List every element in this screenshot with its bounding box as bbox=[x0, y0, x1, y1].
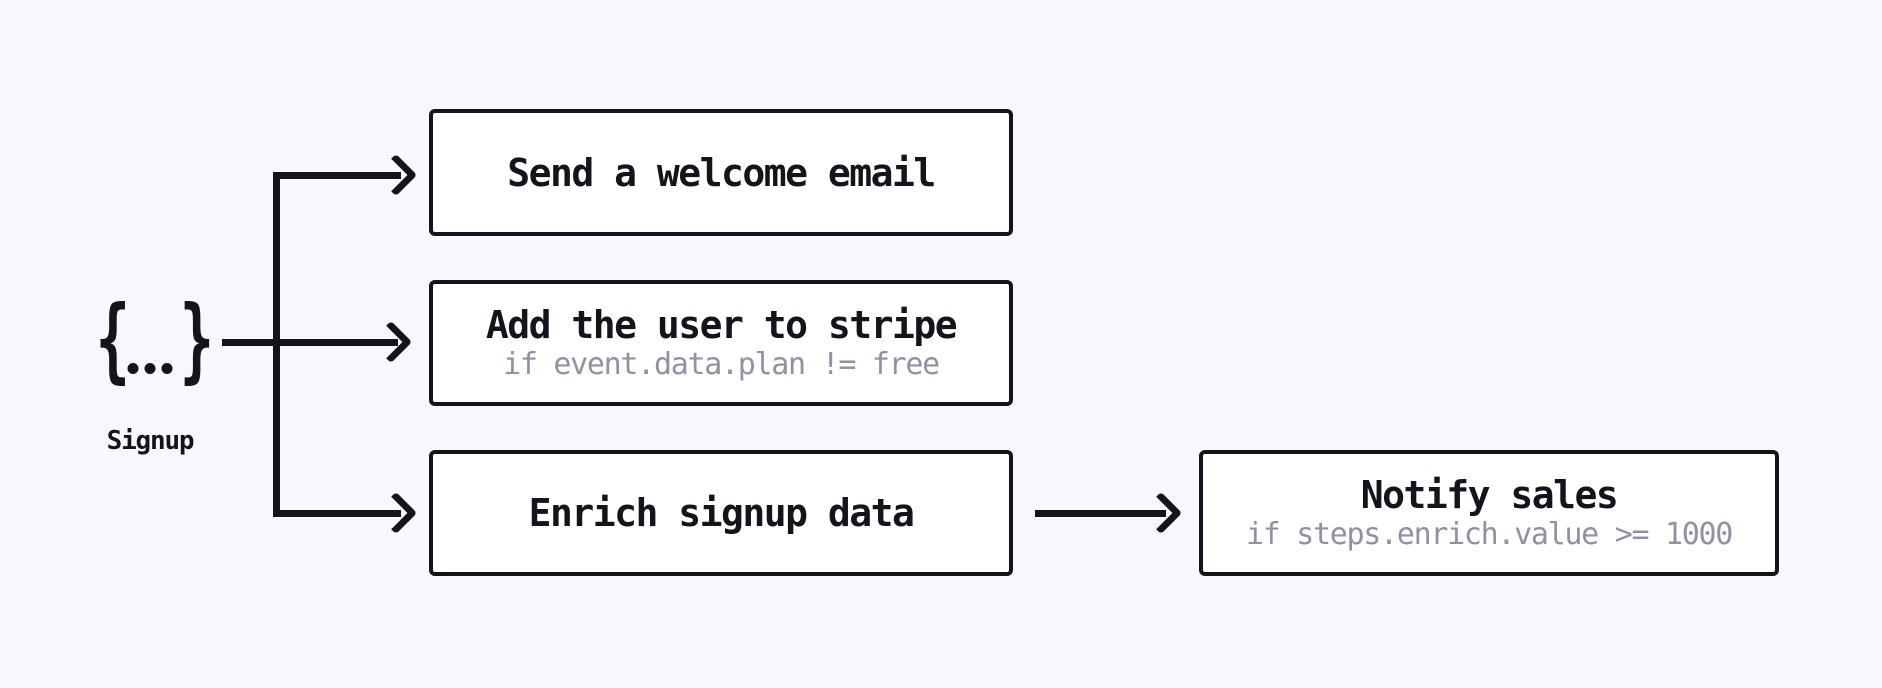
node-enrich-signup-data[interactable]: Enrich signup data bbox=[429, 450, 1013, 576]
node-notify-sales[interactable]: Notify sales if steps.enrich.value >= 10… bbox=[1199, 450, 1779, 576]
arrowhead-icon-top bbox=[374, 153, 418, 197]
json-event-icon[interactable]: { } bbox=[95, 286, 214, 393]
node-title: Notify sales bbox=[1360, 473, 1619, 517]
node-title: Enrich signup data bbox=[528, 491, 915, 535]
node-title: Add the user to stripe bbox=[485, 303, 958, 347]
open-brace-glyph: { bbox=[95, 286, 130, 393]
arrowhead-icon-notify bbox=[1139, 491, 1183, 535]
node-condition: if steps.enrich.value >= 1000 bbox=[1245, 517, 1733, 552]
arrowhead-icon-bottom bbox=[374, 491, 418, 535]
connector-bottom-line bbox=[273, 510, 401, 517]
connector-branch-vertical bbox=[273, 172, 280, 517]
node-send-welcome-email[interactable]: Send a welcome email bbox=[429, 109, 1013, 236]
node-condition: if event.data.plan != free bbox=[503, 347, 940, 382]
connector-enrich-to-notify-line bbox=[1035, 510, 1166, 517]
node-add-user-to-stripe[interactable]: Add the user to stripe if event.data.pla… bbox=[429, 280, 1013, 406]
ellipsis-dots-icon bbox=[127, 363, 173, 374]
connector-trigger-line bbox=[222, 339, 398, 346]
node-title: Send a welcome email bbox=[507, 150, 936, 195]
arrowhead-icon-middle bbox=[369, 320, 413, 364]
connector-top-line bbox=[273, 172, 401, 179]
close-brace-glyph: } bbox=[179, 286, 214, 393]
trigger-label: Signup bbox=[106, 426, 195, 456]
